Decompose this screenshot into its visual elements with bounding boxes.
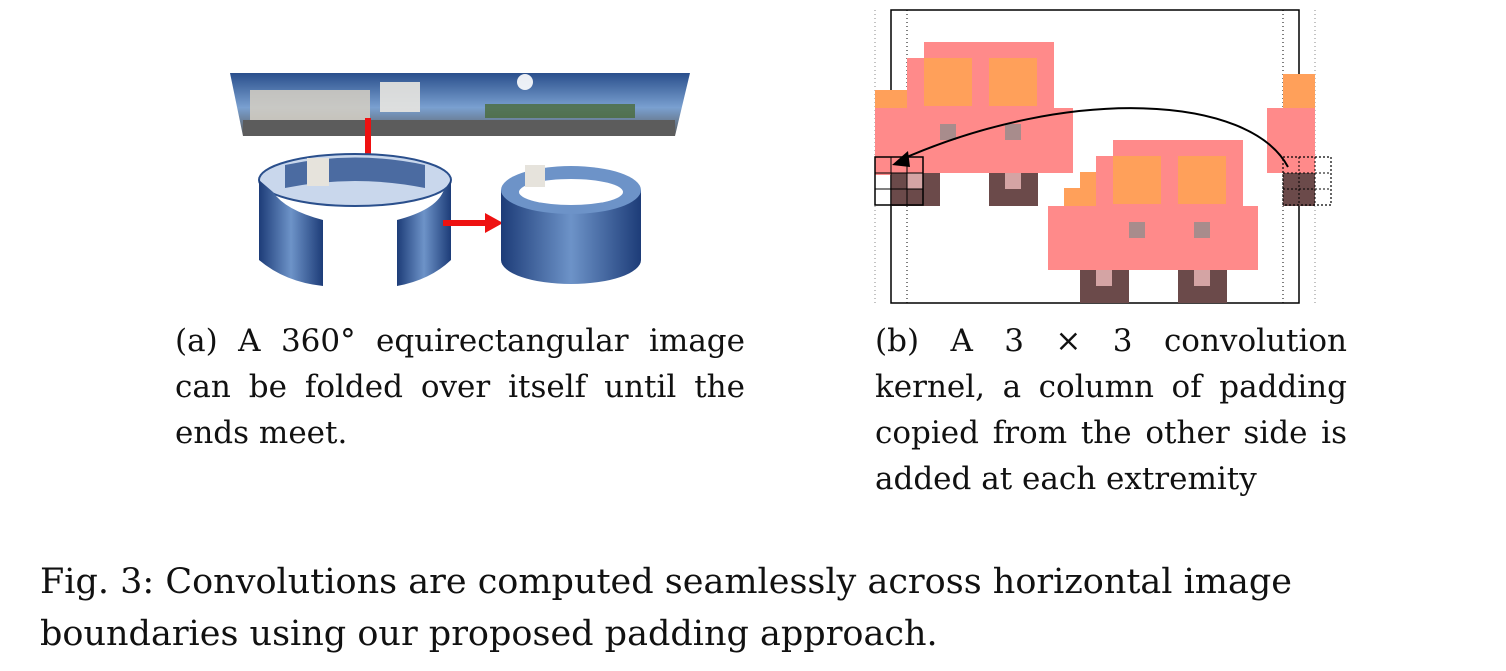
padding-copy-arrow (892, 107, 1289, 168)
panorama-folding-illustration (230, 73, 690, 286)
fold-right-arrow (443, 213, 503, 233)
subfigure-a-caption: (a) A 360° equirectangular image can be … (175, 323, 745, 451)
circular-padding-illustration (874, 9, 1332, 304)
right-padding-column (1267, 74, 1315, 206)
kernel-padding-source (1282, 156, 1332, 206)
left-car (875, 42, 1073, 206)
open-cylinder (258, 153, 452, 286)
subfigure-b-caption: (b) A 3 × 3 convolution kernel, a column… (875, 323, 1347, 497)
right-car (1048, 140, 1258, 303)
equirectangular-panorama (230, 73, 690, 136)
figure-caption: Fig. 3: Convolutions are computed seamle… (40, 562, 1292, 654)
closed-cylinder (501, 165, 641, 284)
